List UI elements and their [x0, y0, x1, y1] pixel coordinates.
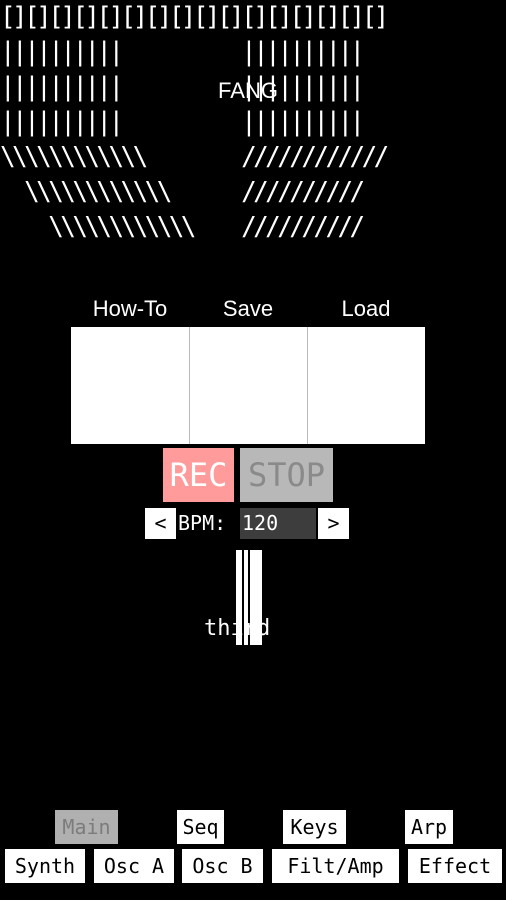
slider-divider — [248, 550, 250, 645]
bpm-increase-button[interactable]: > — [318, 508, 349, 539]
slider-value-label: third — [204, 616, 271, 641]
stop-button[interactable]: STOP — [240, 448, 333, 502]
rec-button[interactable]: REC — [163, 448, 234, 502]
nav-filt-amp-tab[interactable]: Filt/Amp — [272, 849, 399, 883]
load-label: Load — [341, 296, 391, 321]
nav-arp-tab[interactable]: Arp — [405, 810, 453, 844]
bpm-decrease-button[interactable]: < — [145, 508, 176, 539]
nav-osc-a-tab[interactable]: Osc A — [94, 849, 174, 883]
load-button[interactable] — [307, 327, 425, 444]
bpm-value-field[interactable]: 120 — [240, 508, 316, 539]
division-slider[interactable] — [236, 550, 262, 645]
bpm-label: BPM: — [178, 511, 227, 535]
nav-osc-b-tab[interactable]: Osc B — [182, 849, 263, 883]
slider-divider — [242, 550, 244, 645]
save-button[interactable] — [189, 327, 307, 444]
nav-keys-tab[interactable]: Keys — [283, 810, 346, 844]
header-ascii-art: [][][][][][][][][][][][][][][][] |||||||… — [0, 2, 389, 242]
nav-synth-tab[interactable]: Synth — [5, 849, 85, 883]
nav-main-tab[interactable]: Main — [55, 810, 118, 844]
howto-button[interactable] — [71, 327, 189, 444]
app-title: FANG — [218, 78, 278, 103]
nav-seq-tab[interactable]: Seq — [177, 810, 224, 844]
nav-effect-tab[interactable]: Effect — [408, 849, 502, 883]
save-label: Save — [222, 296, 274, 321]
howto-label: How-To — [92, 296, 168, 321]
